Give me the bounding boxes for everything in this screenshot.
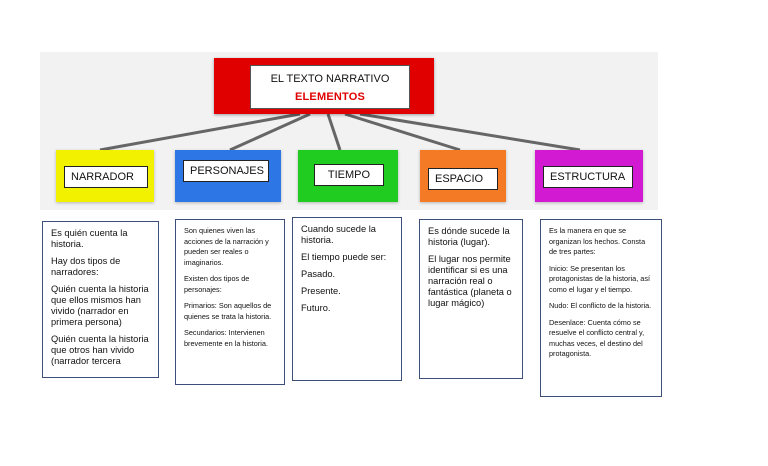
category-narrador: NARRADOR	[56, 150, 154, 202]
category-personajes: PERSONAJES	[175, 150, 281, 202]
category-estructura: ESTRUCTURA	[535, 150, 643, 202]
card-espacio: Es dónde sucede la historia (lugar). El …	[419, 219, 523, 379]
card-narrador-line: Es quién cuenta la historia.	[51, 228, 128, 249]
card-tiempo: Cuando sucede la historia. El tiempo pue…	[292, 217, 402, 381]
category-label-tiempo: TIEMPO	[314, 164, 384, 186]
root-title: EL TEXTO NARRATIVO	[270, 73, 390, 85]
card-estructura-line: Desenlace: Cuenta cómo se resuelve el co…	[549, 317, 645, 359]
card-estructura-line: Es la manera en que se organizan los hec…	[549, 226, 646, 256]
category-label-personajes: PERSONAJES	[183, 160, 269, 182]
category-espacio: ESPACIO	[420, 150, 506, 202]
connector-personajes	[229, 112, 311, 152]
card-personajes-line: Secundarios: Intervienen brevemente en l…	[184, 328, 268, 348]
card-personajes: Son quienes viven las acciones de la nar…	[175, 219, 285, 385]
connector-tiempo	[326, 113, 342, 151]
card-tiempo-line: Cuando sucede la historia.	[301, 224, 376, 245]
card-estructura-line: Inicio: Se presentan los protagonistas d…	[549, 263, 650, 294]
root-subtitle: ELEMENTOS	[294, 91, 366, 103]
card-personajes-line: Son quienes viven las acciones de la nar…	[184, 226, 269, 267]
card-tiempo-line: Pasado.	[301, 269, 336, 279]
card-estructura: Es la manera en que se organizan los hec…	[540, 219, 662, 397]
card-narrador: Es quién cuenta la historia. Hay dos tip…	[42, 221, 159, 378]
connector-narrador	[99, 112, 301, 152]
root-label-box: EL TEXTO NARRATIVO ELEMENTOS	[250, 65, 410, 109]
card-personajes-line: Primarios: Son aquellos de quienes se tr…	[184, 301, 272, 321]
category-label-narrador: NARRADOR	[64, 166, 148, 188]
card-narrador-line: Quién cuenta la historia que ellos mismo…	[51, 284, 149, 327]
card-estructura-line: Nudo: El conflicto de la historia.	[549, 301, 652, 310]
card-tiempo-line: Presente.	[301, 286, 341, 296]
connector-estructura	[359, 112, 581, 152]
card-tiempo-line: Futuro.	[301, 303, 331, 313]
card-espacio-line: Es dónde sucede la historia (lugar).	[428, 226, 510, 247]
card-personajes-line: Existen dos tipos de personajes:	[184, 274, 250, 294]
category-label-estructura: ESTRUCTURA	[543, 166, 633, 188]
card-tiempo-line: El tiempo puede ser:	[301, 252, 387, 262]
connector-espacio	[344, 112, 461, 152]
card-narrador-line: Hay dos tipos de narradores:	[51, 256, 121, 277]
category-label-espacio: ESPACIO	[428, 168, 498, 190]
root-node: EL TEXTO NARRATIVO ELEMENTOS	[214, 58, 434, 114]
card-narrador-line: Quién cuenta la historia que otros han v…	[51, 334, 149, 366]
card-espacio-line: El lugar nos permite identificar si es u…	[428, 254, 512, 308]
category-tiempo: TIEMPO	[298, 150, 398, 202]
